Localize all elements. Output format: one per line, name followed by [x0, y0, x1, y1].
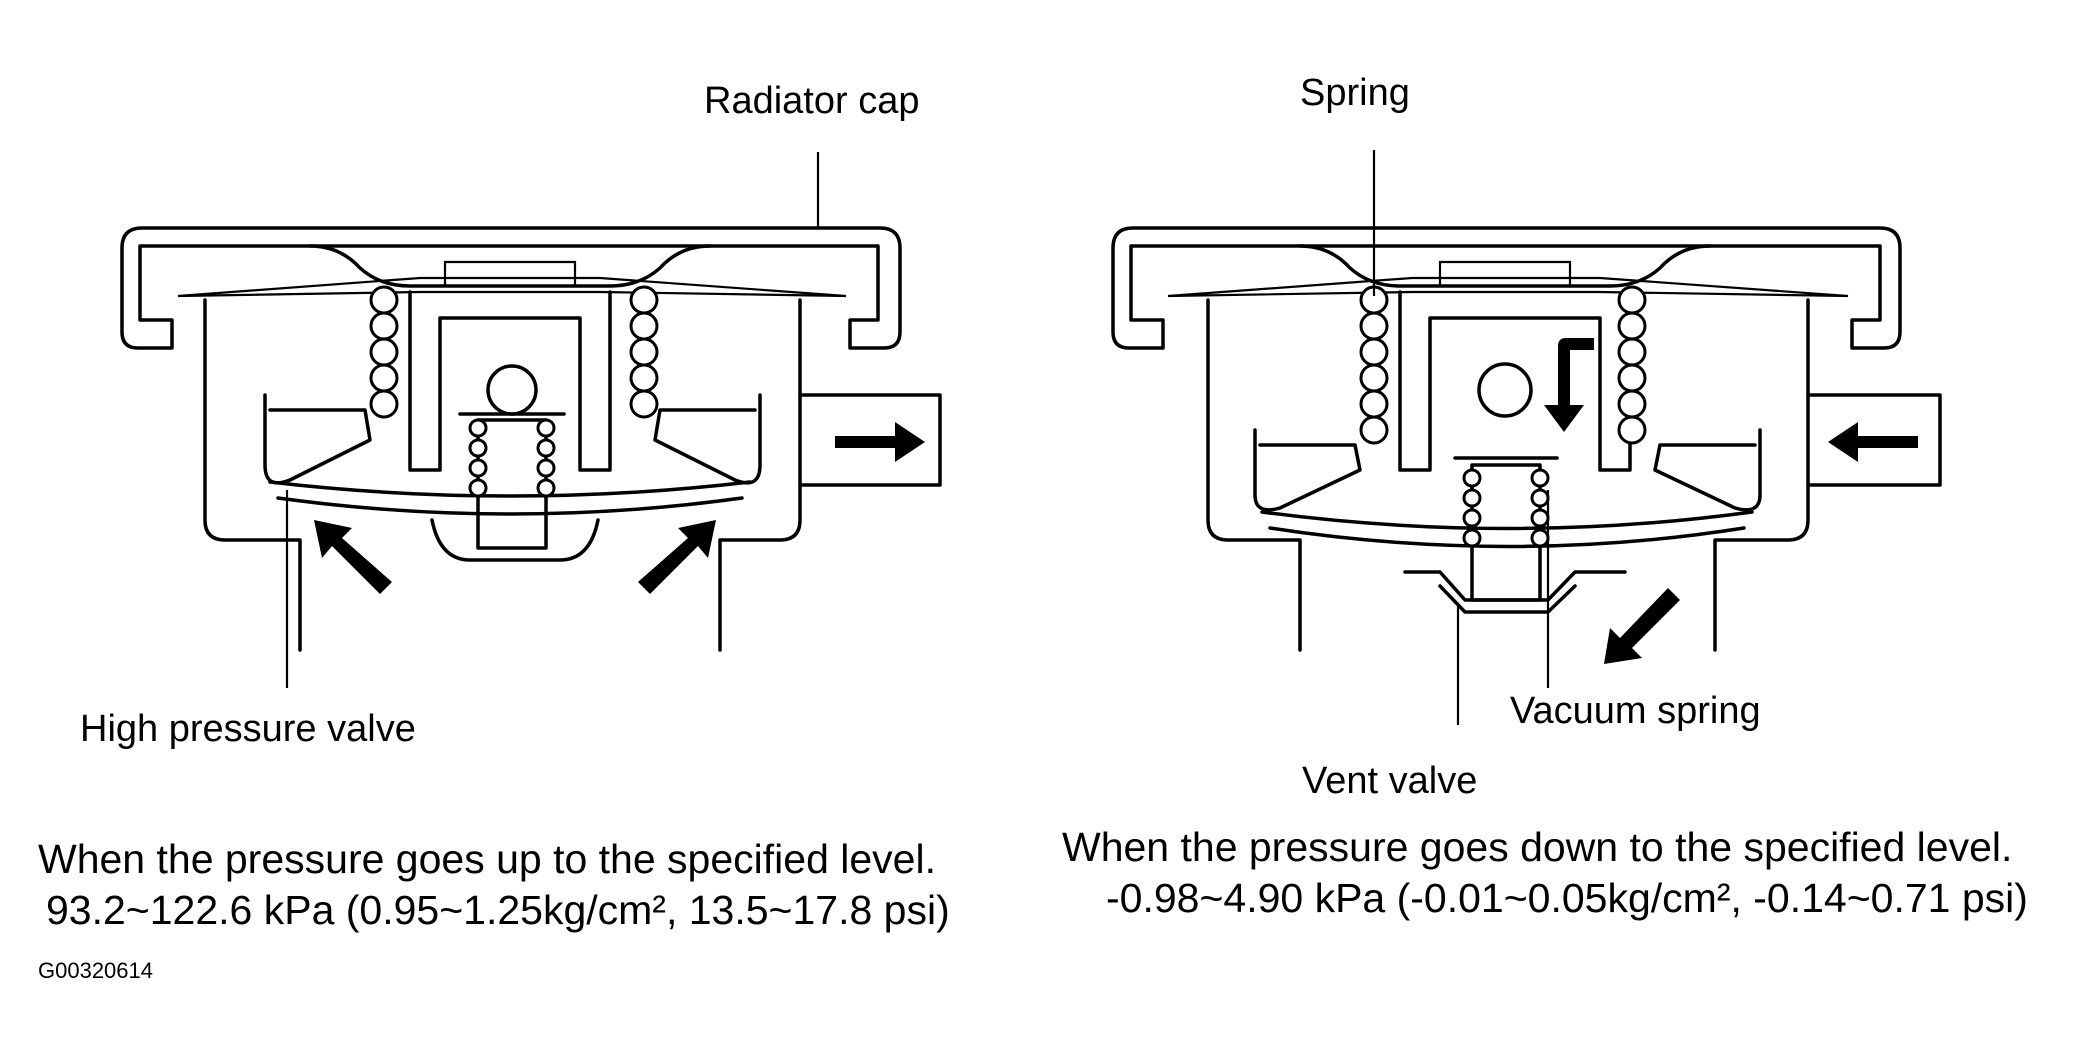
right-flow-arrows: [1544, 338, 1918, 664]
left-pressure-spring-coils: [369, 285, 659, 498]
caption-right: When the pressure goes down to the speci…: [1062, 822, 2028, 925]
right-valve-seat: [1253, 428, 1362, 512]
left-valve-seat: [263, 393, 372, 485]
label-vacuum-spring: Vacuum spring: [1510, 690, 1761, 732]
left-cap-assembly: [120, 226, 942, 652]
left-filler-neck: [203, 298, 302, 652]
right-vent-valve-plate: [1403, 570, 1627, 602]
left-cap-top-bump: [308, 244, 712, 288]
label-vent-valve: Vent valve: [1302, 760, 1478, 802]
left-arrow-inlet-left: [314, 520, 392, 594]
caption-right-line1: When the pressure goes down to the speci…: [1062, 824, 2013, 870]
label-spring: Spring: [1300, 72, 1410, 114]
label-high-pressure-valve: High pressure valve: [80, 708, 416, 750]
left-arrow-outlet: [835, 422, 925, 462]
right-arrow-outlet-down: [1604, 588, 1680, 664]
right-filler-neck: [1206, 298, 1302, 652]
right-cap-assembly: [1111, 226, 1942, 652]
right-center-stem: [1398, 290, 1632, 472]
right-spring-coils: [1359, 285, 1647, 548]
label-radiator-cap: Radiator cap: [704, 80, 920, 122]
right-cap-outer-shell: [1111, 226, 1902, 350]
right-arrow-inlet: [1828, 422, 1918, 462]
figure-code: G00320614: [38, 958, 153, 983]
left-flow-arrows: [314, 422, 925, 594]
right-arrow-down-bend: [1544, 338, 1594, 432]
left-center-stem: [408, 290, 612, 472]
caption-left-line2: 93.2~122.6 kPa (0.95~1.25kg/cm², 13.5~17…: [46, 887, 950, 934]
left-arrow-inlet-right: [638, 520, 716, 594]
caption-left-line1: When the pressure goes up to the specifi…: [38, 836, 936, 882]
right-cap-top-bump: [1298, 244, 1712, 288]
caption-left: When the pressure goes up to the specifi…: [38, 834, 950, 937]
caption-right-line2: -0.98~4.90 kPa (-0.01~0.05kg/cm², -0.14~…: [1106, 875, 2028, 922]
left-cap-outer-shell: [120, 226, 902, 350]
